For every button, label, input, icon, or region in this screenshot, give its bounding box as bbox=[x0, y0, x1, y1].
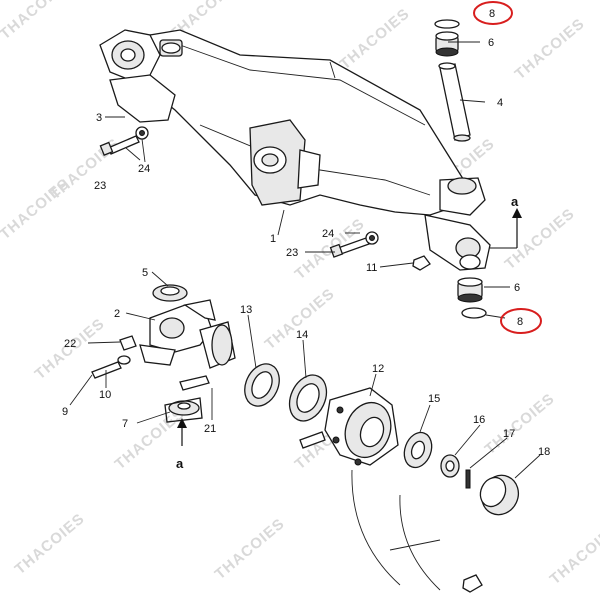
wheel-hub bbox=[299, 387, 399, 466]
upper-bolt-set bbox=[99, 126, 149, 156]
callout-24-lower: 24 bbox=[322, 228, 334, 240]
lower-right-bushing bbox=[457, 277, 487, 319]
king-pin-stack bbox=[434, 19, 471, 142]
callout-4: 4 bbox=[497, 97, 503, 109]
callout-2: 2 bbox=[114, 308, 120, 320]
middle-bolt-set bbox=[329, 231, 431, 271]
watermark: THACOIES bbox=[0, 175, 73, 243]
callout-18: 18 bbox=[538, 446, 550, 458]
callout-14: 14 bbox=[296, 329, 308, 341]
highlighted-callouts: 8 8 bbox=[473, 1, 542, 334]
highlight-circle-lower bbox=[500, 308, 542, 334]
reference-arrow-bottom bbox=[177, 418, 187, 446]
watermark: THACOIES bbox=[502, 205, 578, 273]
right-beam-boss bbox=[424, 177, 491, 271]
callout-3: 3 bbox=[96, 112, 102, 124]
callout-22: 22 bbox=[64, 338, 76, 350]
reference-arrow-top bbox=[490, 208, 522, 249]
steering-knuckle bbox=[91, 284, 236, 423]
watermark: THACOIES bbox=[12, 510, 88, 578]
reference-label-a-bottom: a bbox=[176, 456, 184, 471]
callout-8-lower: 8 bbox=[517, 316, 523, 328]
callout-10: 10 bbox=[99, 389, 111, 401]
callout-15: 15 bbox=[428, 393, 440, 405]
watermark: THACOIES bbox=[512, 15, 588, 83]
watermark: THACOIES bbox=[337, 5, 413, 73]
callout-17: 17 bbox=[503, 428, 515, 440]
callout-16: 16 bbox=[473, 414, 485, 426]
callout-7: 7 bbox=[122, 418, 128, 430]
left-pivot-bracket bbox=[99, 29, 183, 123]
callout-labels: 3 6 4 1 24 23 11 5 2 22 10 9 7 21 a 13 1… bbox=[62, 37, 550, 471]
watermark: THACOIES bbox=[212, 515, 288, 583]
reference-label-a-top: a bbox=[511, 194, 519, 209]
watermark: THACOIES bbox=[262, 285, 338, 353]
callout-11: 11 bbox=[366, 262, 377, 274]
callout-6-lower: 6 bbox=[514, 282, 520, 294]
leader-lines bbox=[69, 41, 541, 479]
callout-6-upper: 6 bbox=[488, 37, 494, 49]
callout-1: 1 bbox=[270, 233, 276, 245]
callout-8-upper: 8 bbox=[489, 8, 495, 20]
callout-21: 21 bbox=[204, 423, 216, 435]
callout-5: 5 bbox=[142, 267, 148, 279]
front-axle-beam bbox=[119, 29, 471, 216]
callout-9: 9 bbox=[62, 406, 68, 418]
callout-23-upper: 23 bbox=[94, 180, 106, 192]
watermark: THACOIES bbox=[547, 520, 600, 588]
callout-13: 13 bbox=[240, 304, 252, 316]
seal-and-bearing bbox=[244, 363, 328, 422]
hub-outer-parts bbox=[403, 431, 520, 516]
highlight-circle-upper bbox=[473, 1, 513, 25]
callout-24-upper: 24 bbox=[138, 163, 150, 175]
callout-12: 12 bbox=[372, 363, 384, 375]
callout-23-lower: 23 bbox=[286, 247, 298, 259]
watermark: THACOIES bbox=[0, 0, 73, 43]
wheel-drum-outline bbox=[351, 469, 483, 593]
